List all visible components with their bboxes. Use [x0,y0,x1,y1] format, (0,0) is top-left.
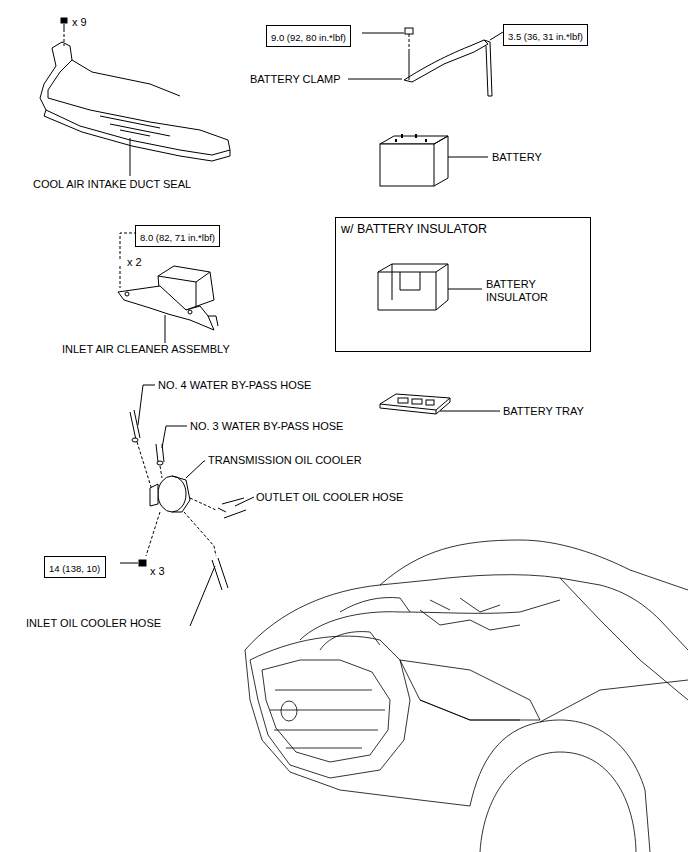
part-name: COOL AIR INTAKE DUCT SEAL [33,178,191,191]
car-drawing [245,540,688,852]
part-name: BATTERY TRAY [503,405,584,418]
quantity-callout: x 2 [127,256,142,269]
part-name: BATTERY [492,151,542,164]
torque-value: 9.0 (92, 80 in.*lbf) [271,32,346,43]
variant-heading: w/ BATTERY INSULATOR [341,222,487,237]
insulator-drawing [378,264,482,310]
part-name: INLET OIL COOLER HOSE [26,617,161,630]
part-name: BATTERY INSULATOR [486,278,566,304]
quantity-callout: x 3 [150,565,165,578]
quantity-callout: x 9 [72,16,87,29]
battery-drawing [380,134,488,186]
part-name: INLET AIR CLEANER ASSEMBLY [62,343,230,356]
part-name: NO. 4 WATER BY-PASS HOSE [158,379,311,392]
torque-value: 8.0 (82, 71 in.*lbf) [140,232,215,243]
variant-box: w/ BATTERY INSULATOR BATTERY INSULATOR [335,217,591,352]
torque-value: 3.5 (36, 31 in.*lbf) [508,31,583,42]
part-name: BATTERY CLAMP [250,73,340,86]
tray-drawing [380,394,500,414]
torque-value: 14 (138, 10) [49,563,100,574]
part-name: NO. 3 WATER BY-PASS HOSE [190,420,343,433]
torque-box: 8.0 (82, 71 in.*lbf) [135,225,220,247]
duct-seal-drawing [40,18,230,176]
torque-box: 14 (138, 10) [44,556,106,578]
part-name: TRANSMISSION OIL COOLER [208,454,362,467]
torque-box: 3.5 (36, 31 in.*lbf) [503,24,588,46]
part-name: OUTLET OIL COOLER HOSE [256,491,403,504]
air-cleaner-drawing [118,233,218,343]
torque-box: 9.0 (92, 80 in.*lbf) [266,25,351,47]
battery-clamp-drawing [348,28,503,96]
